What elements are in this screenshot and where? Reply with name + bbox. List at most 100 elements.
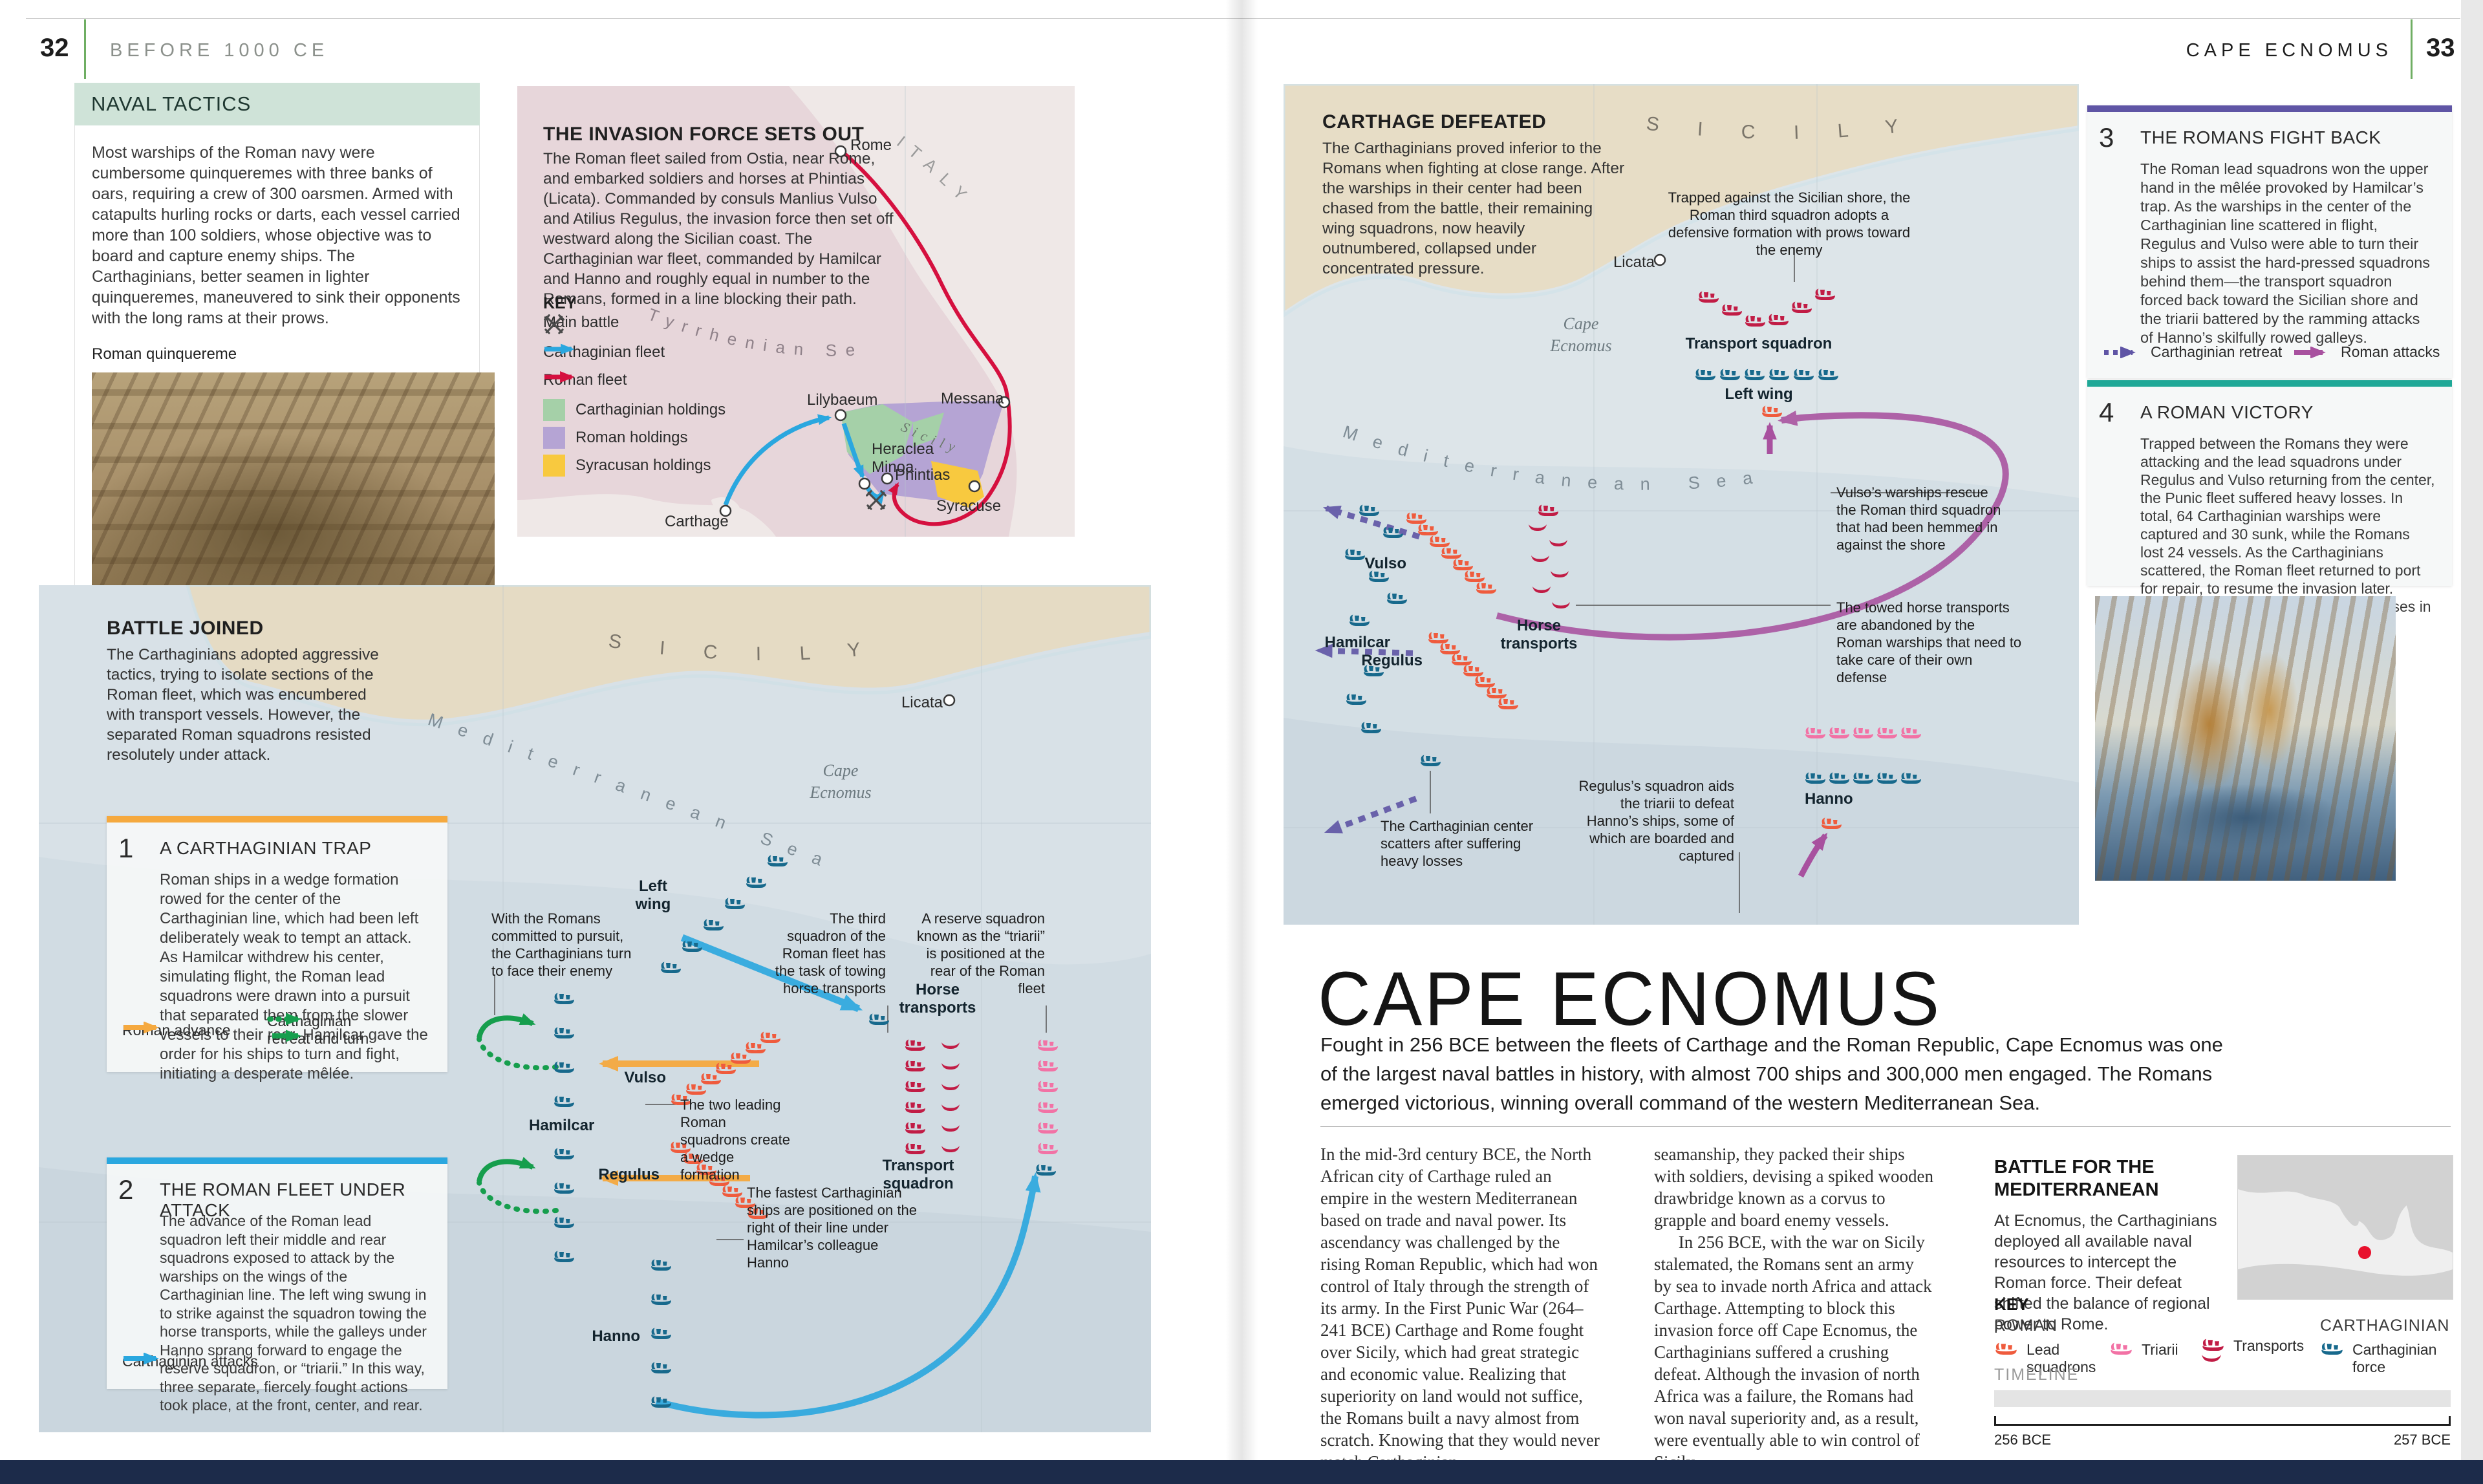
hamilcar-label: Hamilcar	[529, 1117, 595, 1134]
minoa-label: Minoa	[872, 458, 914, 476]
legend-carthaginian-retreat-turn: Carthaginian retreat and turn	[267, 1013, 369, 1047]
annotation-center-scatters: The Carthaginian center scatters after s…	[1381, 818, 1534, 869]
article-column-1: In the mid-3rd century BCE, the North Af…	[1320, 1145, 1600, 1472]
trapped-transports-ship-icon	[1768, 314, 1789, 325]
purple-dashed-arrow-icon	[2104, 346, 2136, 358]
licata-label: Licata	[901, 694, 943, 711]
battle-joined-text: The Carthaginians adopted aggressive tac…	[107, 646, 379, 764]
syracuse-label: Syracuse	[936, 497, 1002, 515]
left-header-divider	[84, 19, 86, 79]
orange-arrow-icon	[124, 1022, 159, 1033]
pink-ship-icon	[2111, 1342, 2132, 1355]
invasion-force-panel: Tyrrhenian Sea ITALY Sicily THE INVASION…	[517, 86, 1075, 537]
carthaginian-left-wing-ship-icon	[768, 855, 788, 866]
blue-arrow-icon	[544, 343, 575, 355]
trapped-transports-ship-icon	[1699, 291, 1719, 303]
step-3-number: 3	[2099, 122, 2114, 153]
trapped-transports-ship-icon	[1792, 301, 1812, 313]
step-3-title: THE ROMANS FIGHT BACK	[2140, 127, 2381, 147]
battle-location-dot	[2358, 1246, 2371, 1259]
step-3-panel: 3 THE ROMANS FIGHT BACK The Roman lead s…	[2087, 105, 2452, 378]
timeline-tick-start	[1994, 1416, 1996, 1426]
invasion-map: Tyrrhenian Sea ITALY Sicily	[517, 86, 1075, 537]
blue-arrow-icon	[124, 1353, 159, 1364]
legend-roman-advance: Roman advance	[122, 1022, 231, 1038]
step-1-number: 1	[118, 833, 134, 863]
annotation-wedge: The two leading Roman squadrons create a…	[680, 1097, 790, 1183]
legend-roman-attacks: Roman attacks	[2293, 343, 2440, 361]
rome-label: Rome	[850, 136, 892, 154]
mediterranean-sea-label: Mediterranean Sea	[425, 709, 824, 876]
sidebar-key-title: KEY	[1994, 1295, 2029, 1314]
cape-label-line2: Ecnomus	[1550, 336, 1612, 355]
key-triarii: Triarii	[2109, 1341, 2178, 1359]
carthaginian-left-wing-ship-icon	[1695, 369, 1715, 380]
top-hairline	[26, 18, 2460, 19]
carthage-defeated-text: The Carthaginians proved inferior to the…	[1322, 140, 1625, 277]
step-1-text: Roman ships in a wedge formation rowed f…	[160, 871, 428, 1082]
key-syracusan-holdings: Syracusan holdings	[543, 455, 711, 477]
battle-joined-map: SICILY Mediterranean Sea BATTLE JOINED T	[39, 585, 1151, 1432]
key-lead-squadrons: Lead squadrons	[1994, 1341, 2098, 1376]
timeline-start-label: 256 BCE	[1994, 1432, 2052, 1448]
regulus-label: Regulus	[598, 1166, 660, 1183]
transport-squadron-label: Transport squadron	[882, 1157, 954, 1192]
step-1-accent-bar	[107, 816, 447, 823]
naval-tactics-header: NAVAL TACTICS	[74, 83, 480, 125]
crossed-swords-icon	[544, 314, 564, 334]
step-1-panel: 1 A CARTHAGINIAN TRAP Roman ships in a w…	[107, 816, 447, 1082]
left-wing-label: Left wing	[635, 877, 671, 913]
left-page-number: 32	[40, 34, 69, 62]
carthage-label: Carthage	[665, 513, 729, 530]
green-arrows-icon	[267, 1013, 301, 1042]
annotation-vulso-rescue: Vulso’s warships rescue the Roman third …	[1836, 484, 2001, 553]
invasion-text: The Roman fleet sailed from Ostia, near …	[543, 149, 894, 308]
vulso-label: Vulso	[1364, 555, 1406, 572]
magenta-arrow-icon	[2294, 346, 2326, 358]
annotation-fastest: The fastest Carthaginian ships are posit…	[747, 1185, 917, 1271]
step-2-number: 2	[118, 1174, 134, 1205]
legend-carthaginian-retreat: Carthaginian retreat	[2103, 343, 2282, 361]
carthaginian-left-wing-ship-icon	[1794, 369, 1814, 380]
step-4-accent-bar	[2087, 380, 2452, 387]
carthaginian-left-wing-ship-icon	[1818, 369, 1838, 380]
battle-joined-block: BATTLE JOINED The Carthaginians adopted …	[107, 618, 385, 765]
bottom-band	[0, 1460, 2483, 1484]
annotation-trapped: Trapped against the Sicilian shore, the …	[1668, 189, 1911, 258]
vulso-label: Vulso	[624, 1069, 666, 1086]
naval-tactics-panel: NAVAL TACTICS Most warships of the Roman…	[74, 83, 495, 643]
right-page-number: 33	[2426, 34, 2455, 62]
blue-ship-icon	[2321, 1342, 2343, 1355]
step-3-text: The Roman lead squadrons won the upper h…	[2140, 160, 2431, 346]
horse-transports-label: Horse transports	[1500, 617, 1578, 652]
green-swatch	[543, 399, 565, 421]
regulus-label: Regulus	[1361, 652, 1423, 669]
key-carthaginian-fleet: Carthaginian fleet	[543, 343, 665, 361]
step-2-panel: 2 THE ROMAN FLEET UNDER ATTACK The advan…	[107, 1157, 447, 1414]
naval-tactics-text: Most warships of the Roman navy were cum…	[92, 144, 460, 327]
annotation-third-squadron: The third squadron of the Roman fleet ha…	[775, 910, 886, 996]
key-roman-holdings: Roman holdings	[543, 427, 687, 449]
left-running-header: BEFORE 1000 CE	[110, 40, 329, 61]
vulso-rescue-ship-ship-icon	[1762, 405, 1782, 417]
intro-rule	[1320, 1126, 2451, 1127]
article-column-2: seamanship, they packed their ships with…	[1654, 1145, 1933, 1472]
carthage-defeated-map: SICILY Mediterranean Sea CARTHAGE DEFEAT…	[1284, 84, 2079, 925]
sidebar-title: BATTLE FOR THE MEDITERRANEAN	[1994, 1157, 2159, 1200]
cape-label-line1: Cape	[822, 761, 859, 780]
mediterranean-locator-map	[2237, 1155, 2453, 1300]
key-carthaginian-force: Carthaginian force	[2320, 1341, 2436, 1376]
photo-caption: Roman quinquereme	[92, 345, 237, 363]
carthaginian-left-wing-ship-icon	[1769, 369, 1789, 380]
timeline-heading: TIMELINE	[1994, 1366, 2080, 1384]
annotation-committed: With the Romans committed to pursuit, th…	[491, 910, 632, 979]
key-carthaginian-holdings: Carthaginian holdings	[543, 399, 726, 421]
purple-swatch	[543, 427, 565, 449]
orange-ship-icon	[1995, 1342, 2017, 1355]
annotation-towed-transports: The towed horse transports are abandoned…	[1836, 599, 2022, 685]
naval-tactics-body: Most warships of the Roman navy were cum…	[74, 125, 495, 643]
hanno-label: Hanno	[1805, 790, 1853, 808]
step-2-accent-bar	[107, 1157, 447, 1164]
carthaginian-left-wing-ship-icon	[1720, 369, 1740, 380]
battle-joined-title: BATTLE JOINED	[107, 618, 264, 639]
